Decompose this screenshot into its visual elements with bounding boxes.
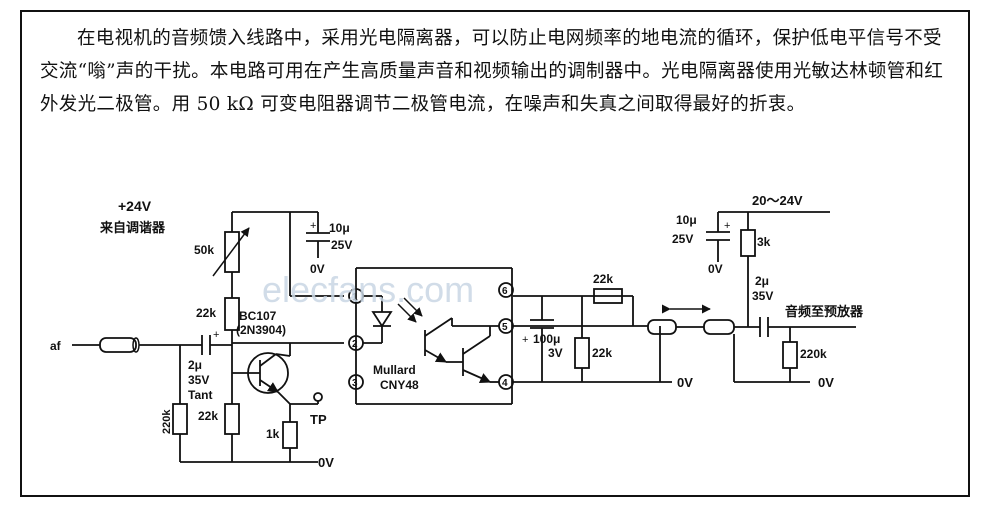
resistor-220k-input — [172, 403, 188, 435]
label-supply-right: 20～24V — [752, 193, 803, 208]
label-ground-right: 0V — [818, 375, 834, 390]
label-c2-value: 10μ — [676, 213, 697, 227]
label-cin-value: 2μ — [188, 358, 202, 372]
label-ground-left: 0V — [318, 455, 334, 470]
led-icon — [371, 311, 393, 328]
resistor-3k — [740, 229, 756, 257]
pin-6 — [498, 282, 514, 298]
pin-3 — [348, 374, 364, 390]
label-tp: TP — [310, 412, 327, 427]
label-supply-left: +24V — [118, 198, 152, 214]
label-isolator-maker: Mullard — [373, 363, 416, 377]
coax-cable-1 — [647, 319, 677, 335]
svg-text:+: + — [522, 334, 528, 346]
resistor-22k-series — [593, 288, 623, 304]
svg-text:+: + — [310, 220, 316, 232]
coax-cable-2 — [703, 319, 735, 335]
label-transistor: BC107 — [239, 309, 277, 323]
resistor-22k-base — [224, 403, 240, 435]
label-af: af — [50, 339, 62, 353]
label-ground-mid: 0V — [677, 375, 693, 390]
label-c2-voltage: 25V — [672, 232, 693, 246]
label-pot: 50k — [194, 243, 214, 257]
label-transistor-alt: (2N3904) — [236, 323, 286, 337]
label-r-input: 220k — [161, 409, 173, 434]
label-cout-voltage: 3V — [548, 346, 563, 360]
label-pin6: 6 — [502, 286, 508, 297]
label-from-tuner: 来自调谐器 — [99, 220, 166, 236]
label-c1-value: 10μ — [329, 221, 350, 235]
label-pin3: 3 — [352, 378, 358, 389]
pot-50k — [224, 231, 240, 273]
label-pin5: 5 — [502, 322, 508, 333]
label-co-value: 2μ — [755, 274, 769, 288]
label-pin4: 4 — [502, 378, 508, 389]
label-c2-ground: 0V — [708, 262, 723, 276]
label-to-preamp: 音频至预放器 — [785, 304, 864, 320]
test-point — [313, 392, 323, 402]
svg-text:+: + — [724, 220, 730, 232]
svg-text:+: + — [213, 329, 219, 341]
label-r-out: 220k — [800, 347, 827, 361]
label-cout-value: 100μ — [533, 332, 560, 346]
label-c1-voltage: 25V — [331, 238, 352, 252]
watermark: elecfans.com — [262, 269, 474, 310]
label-r-load: 22k — [592, 346, 612, 360]
label-isolator-part: CNY48 — [380, 378, 419, 392]
label-cin-voltage: 35V — [188, 373, 209, 387]
description-text: 在电视机的音频馈入线路中，采用光电隔离器，可以防止电网频率的地电流的循环，保护低… — [40, 28, 944, 115]
resistor-220k-output — [782, 341, 798, 369]
label-c1-ground: 0V — [310, 262, 325, 276]
label-pin1: 1 — [352, 292, 358, 303]
coax-input — [99, 337, 137, 353]
label-cin-type: Tant — [188, 388, 212, 402]
label-pin2: 2 — [352, 339, 358, 350]
label-r-series: 22k — [593, 272, 613, 286]
resistor-22k-load — [574, 337, 590, 369]
label-r-bias: 3k — [757, 235, 771, 249]
label-r-emitter: 1k — [266, 427, 280, 441]
label-r-collector: 22k — [196, 306, 216, 320]
label-co-voltage: 35V — [752, 289, 773, 303]
resistor-1k — [282, 421, 298, 449]
label-r-base: 22k — [198, 409, 218, 423]
figure-frame — [20, 10, 970, 497]
